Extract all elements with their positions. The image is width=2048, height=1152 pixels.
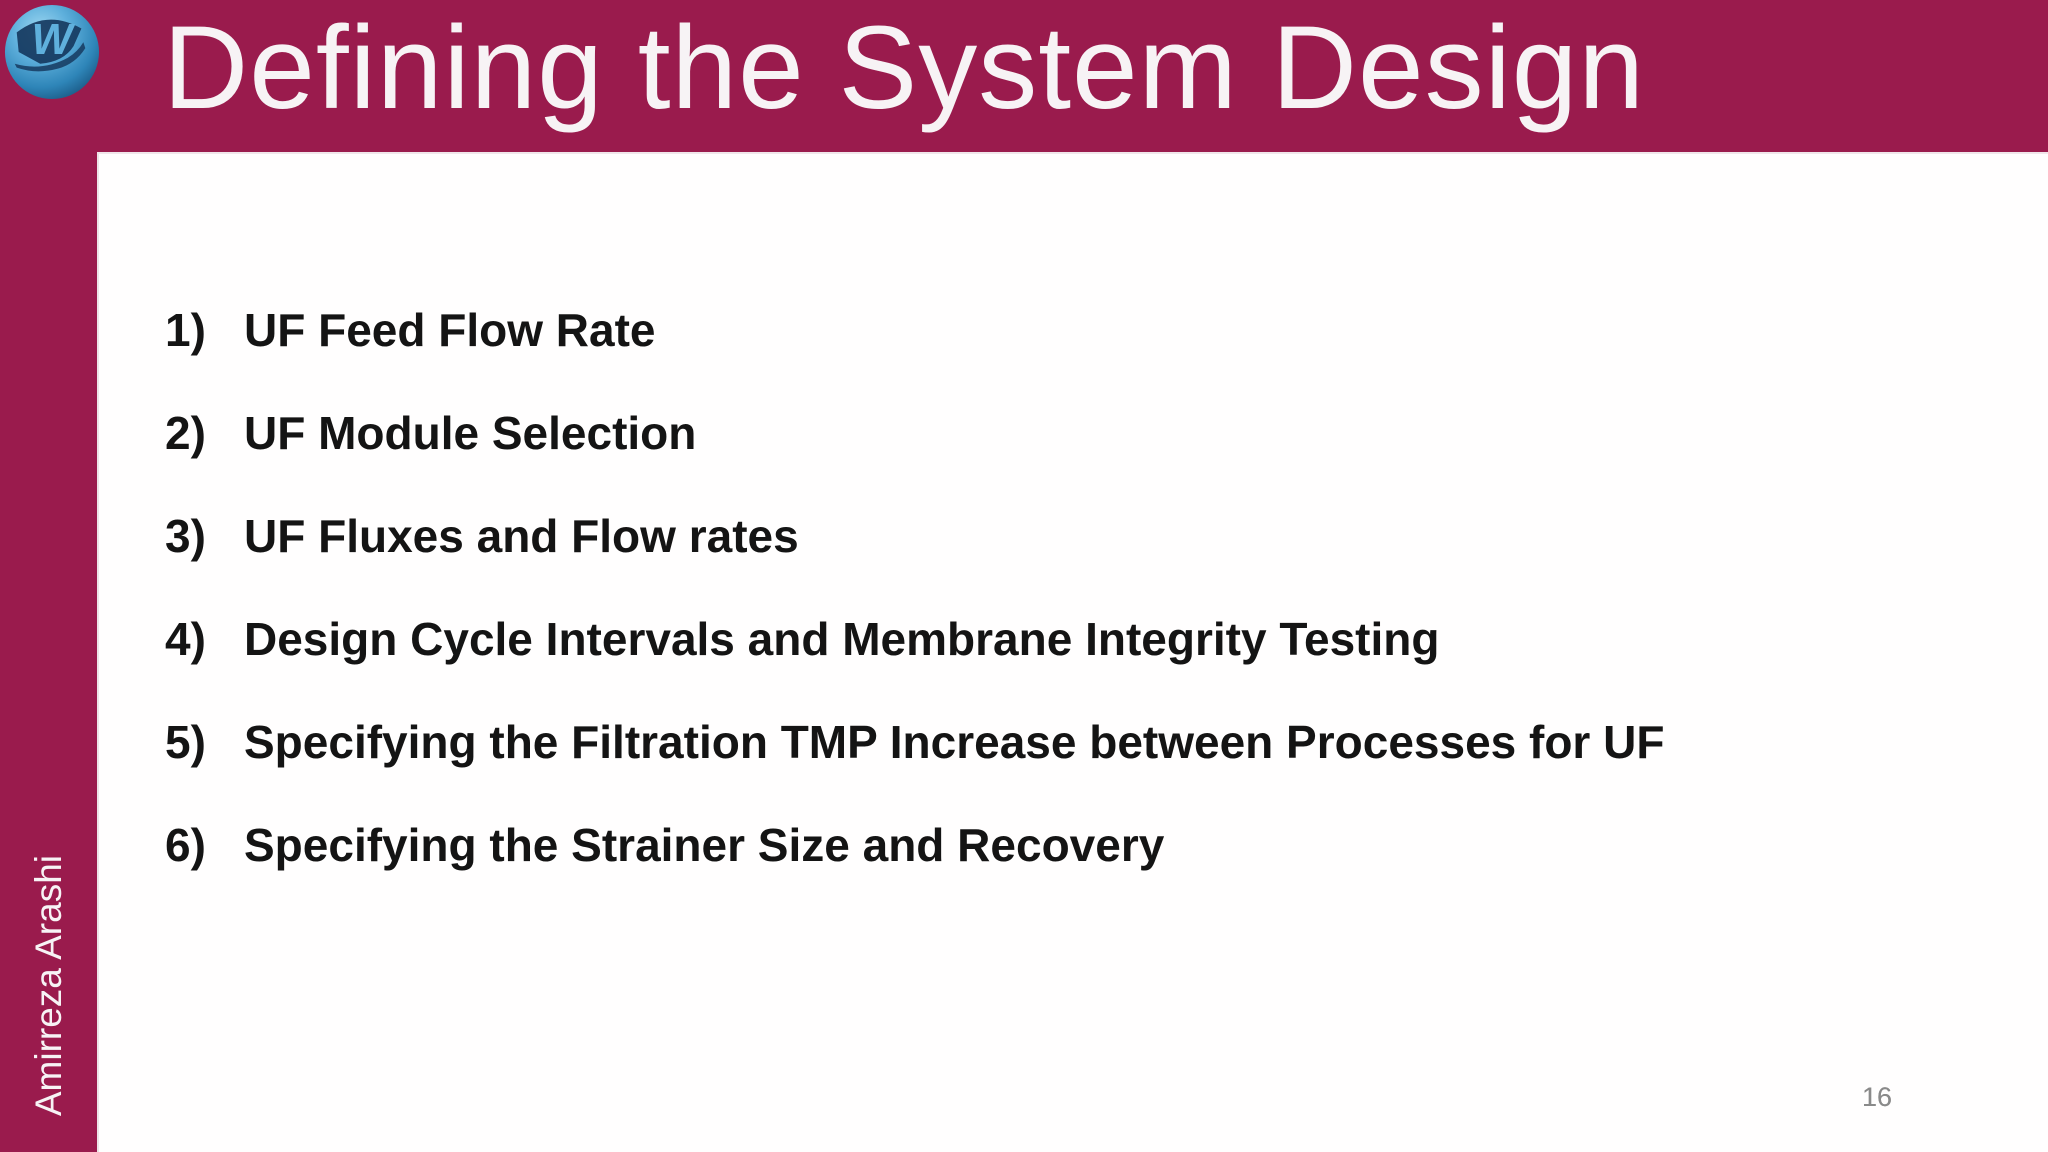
page-number: 16 — [1862, 1082, 1893, 1112]
list-item: 3) UF Fluxes and Flow rates — [165, 484, 1664, 587]
sidebar-strip: Amirreza Arashi — [0, 152, 97, 1152]
list-item: 5) Specifying the Filtration TMP Increas… — [165, 690, 1664, 793]
slide-title: Defining the System Design — [163, 2, 1646, 134]
list-item-text: Specifying the Strainer Size and Recover… — [244, 818, 1165, 871]
list-item-text: UF Feed Flow Rate — [244, 303, 656, 356]
agenda-list: 1) UF Feed Flow Rate 2) UF Module Select… — [165, 278, 1664, 896]
list-item-number: 6) — [165, 818, 206, 871]
list-item-number: 4) — [165, 612, 206, 665]
list-item-number: 3) — [165, 509, 206, 562]
list-item: 6) Specifying the Strainer Size and Reco… — [165, 793, 1664, 896]
content-panel: 16 — [97, 152, 2048, 1152]
list-item: 4) Design Cycle Intervals and Membrane I… — [165, 587, 1664, 690]
list-item: 1) UF Feed Flow Rate — [165, 278, 1664, 381]
author-name-wrap: Amirreza Arashi — [0, 855, 97, 1116]
list-item-number: 5) — [165, 715, 206, 768]
list-item: 2) UF Module Selection — [165, 381, 1664, 484]
logo-letter: W — [32, 16, 76, 64]
page-number: 16 — [1862, 1082, 1893, 1112]
w-sphere-logo-icon: W — [4, 4, 100, 100]
list-item-text: Specifying the Filtration TMP Increase b… — [244, 715, 1665, 768]
list-item-number: 2) — [165, 406, 206, 459]
author-name: Amirreza Arashi — [27, 854, 69, 1116]
list-item-text: Design Cycle Intervals and Membrane Inte… — [244, 612, 1440, 665]
list-item-text: UF Fluxes and Flow rates — [244, 509, 799, 562]
header-bar: Defining the System Design — [0, 0, 2048, 152]
list-item-number: 1) — [165, 303, 206, 356]
logo-swoosh — [14, 42, 86, 72]
list-item-text: UF Module Selection — [244, 406, 697, 459]
logo-wave — [16, 19, 82, 64]
